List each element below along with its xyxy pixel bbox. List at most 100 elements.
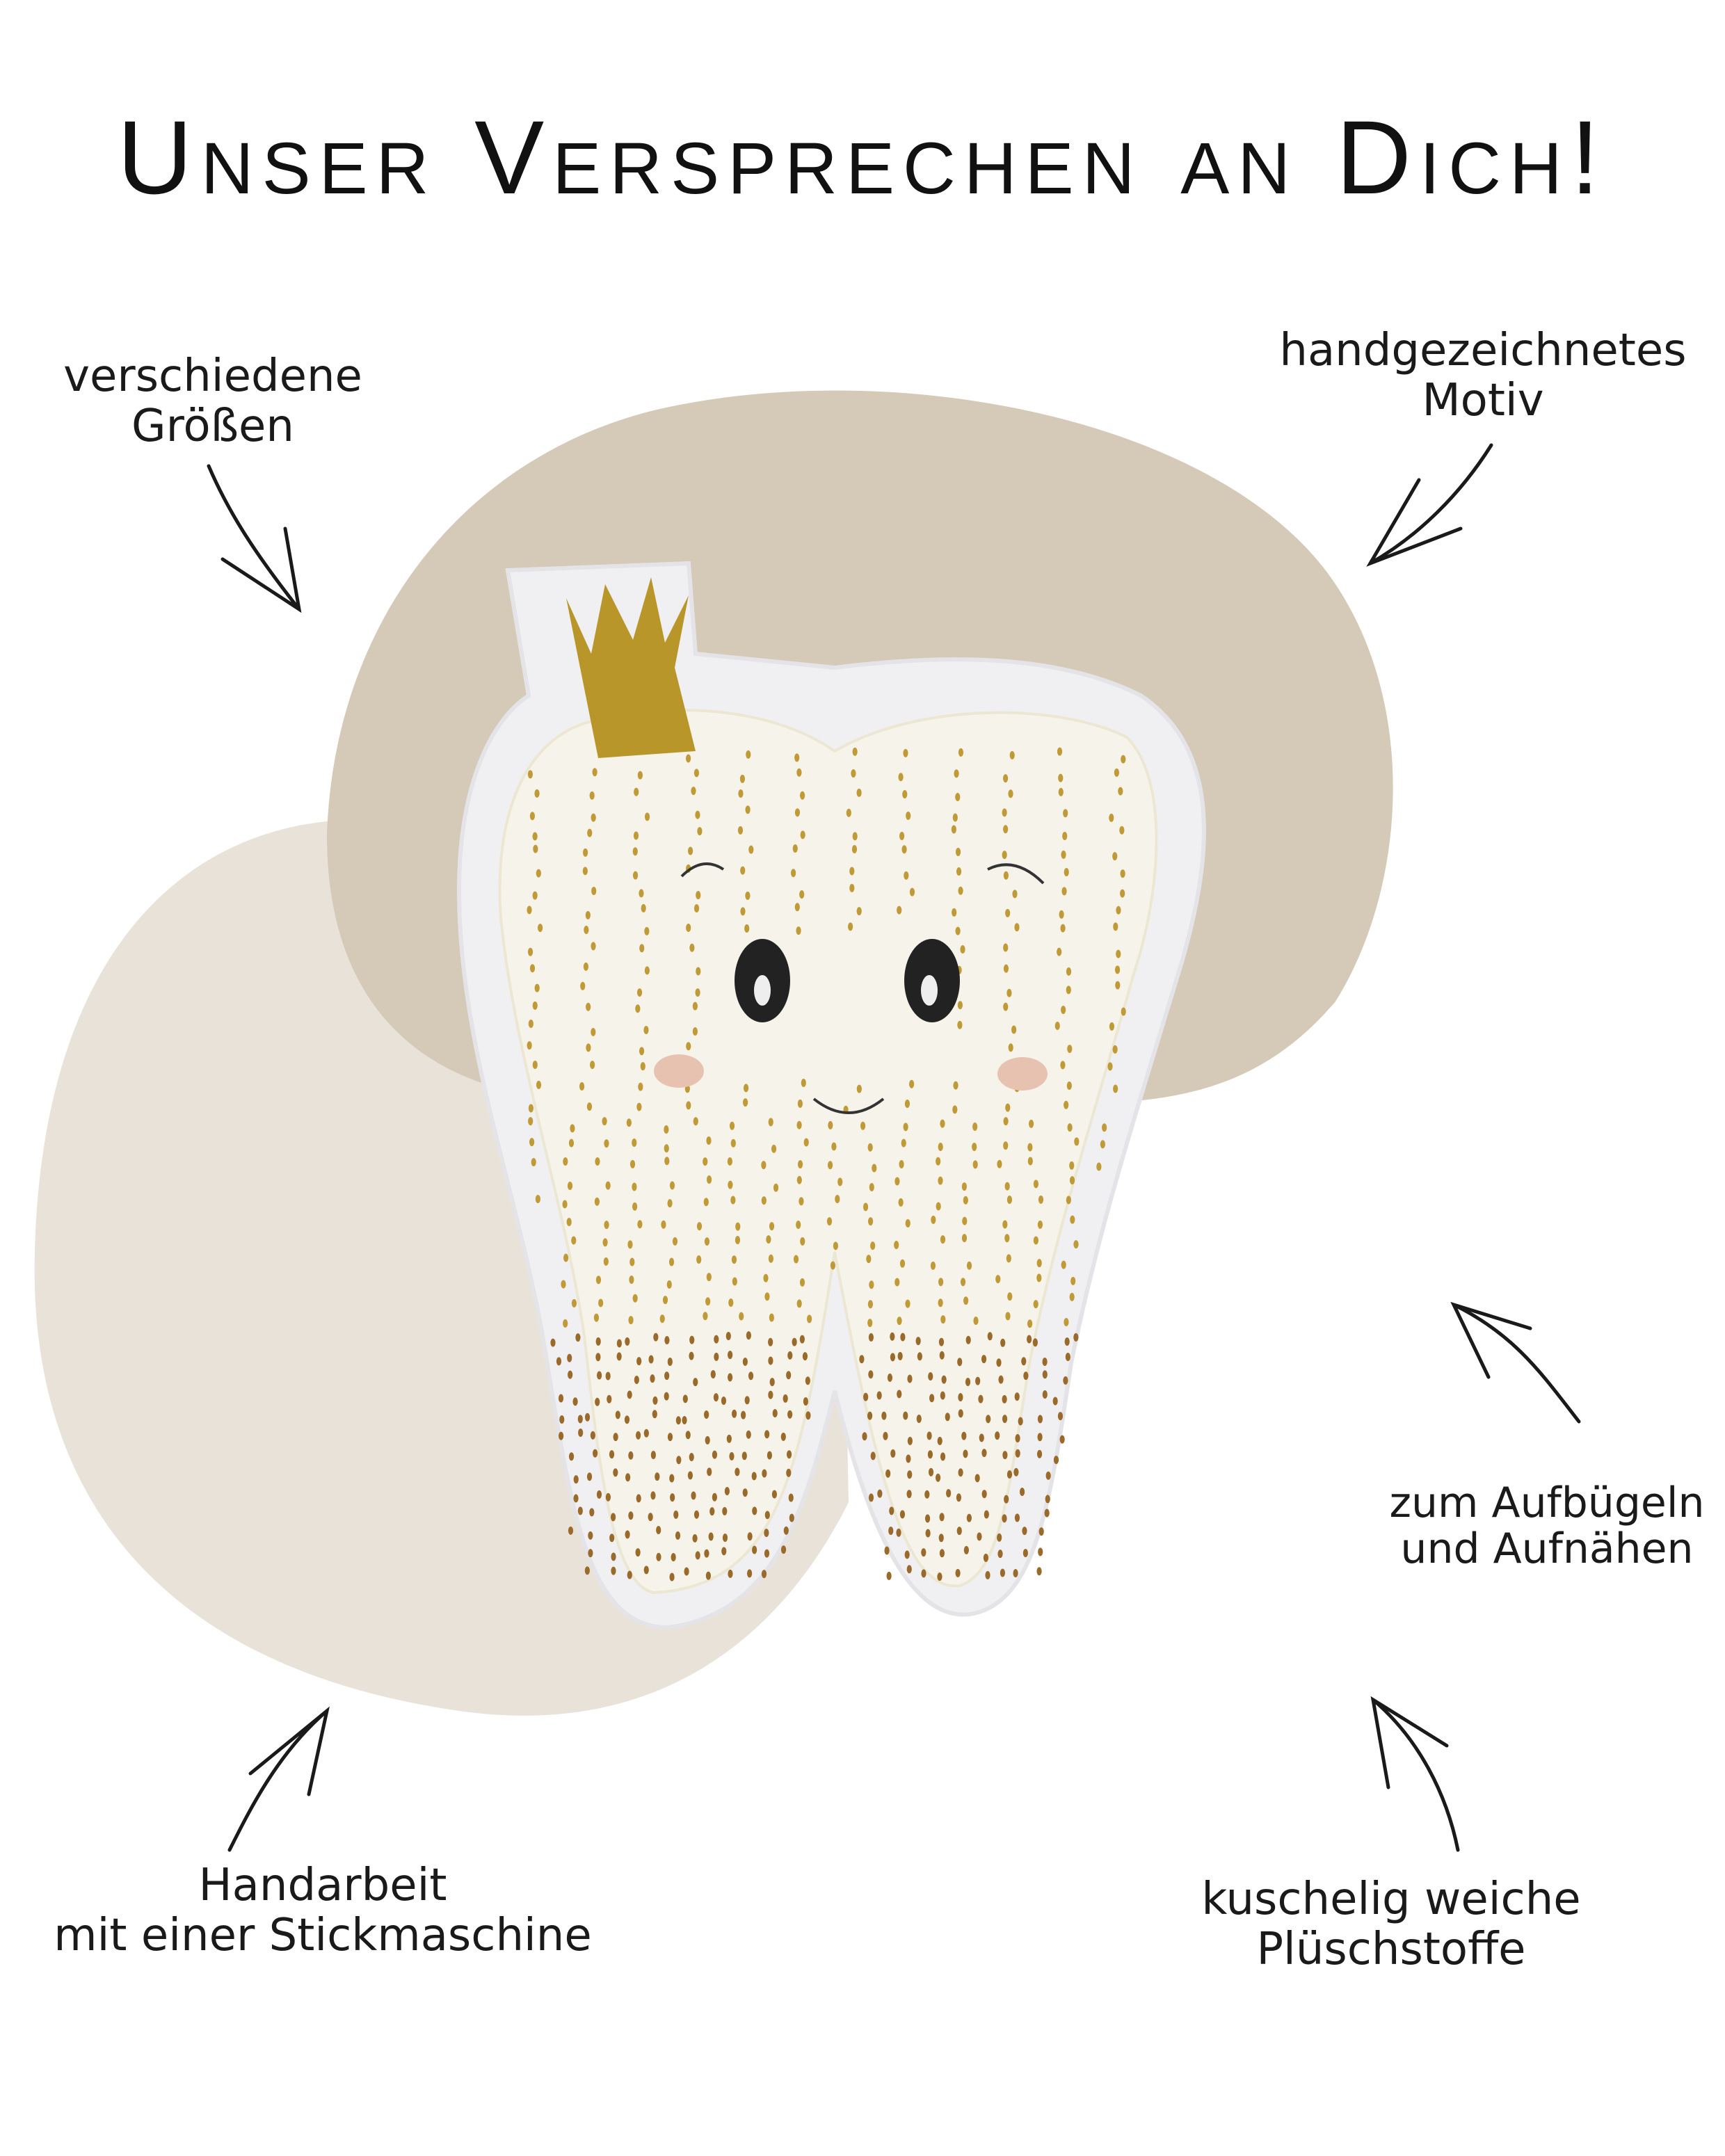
gold-dot — [708, 1532, 714, 1541]
gold-dot — [929, 1394, 935, 1403]
gold-dot — [1038, 1195, 1044, 1204]
gold-dot — [648, 1355, 654, 1364]
gold-dot — [603, 1257, 609, 1266]
gold-dot — [896, 1528, 901, 1537]
gold-dot — [605, 1181, 611, 1190]
gold-dot — [830, 1261, 836, 1270]
gold-dot — [1112, 1045, 1118, 1054]
gold-dot — [568, 1452, 575, 1461]
gold-dot — [860, 1121, 866, 1130]
gold-dot — [605, 1371, 611, 1381]
gold-dot — [594, 1197, 600, 1206]
gold-dot — [869, 1280, 874, 1289]
gold-dot — [1064, 867, 1069, 876]
gold-dot — [846, 808, 851, 817]
gold-dot — [568, 1526, 574, 1535]
gold-dot — [906, 811, 911, 820]
gold-dot — [712, 1493, 717, 1502]
gold-dot — [1070, 1215, 1075, 1224]
gold-dot — [593, 1449, 598, 1458]
gold-dot — [1018, 1417, 1023, 1426]
feature-handmade: Handarbeit mit einer Stickmaschine — [54, 1860, 591, 1961]
gold-dot — [783, 1526, 789, 1535]
gold-dot — [728, 1569, 733, 1578]
gold-dot — [629, 1275, 634, 1284]
gold-dot — [695, 1551, 700, 1560]
gold-dot — [579, 1081, 585, 1091]
gold-dot — [1037, 1220, 1043, 1229]
gold-dot — [940, 1315, 946, 1324]
gold-dot — [975, 1376, 981, 1385]
gold-dot — [604, 1139, 609, 1148]
gold-dot — [799, 1335, 805, 1344]
gold-dot — [689, 1351, 694, 1360]
gold-dot — [881, 1411, 887, 1420]
gold-dot — [909, 1079, 915, 1088]
gold-dot — [961, 1431, 967, 1440]
gold-dot — [772, 1409, 778, 1418]
gold-dot — [740, 866, 746, 875]
gold-dot — [592, 768, 597, 777]
gold-dot — [743, 1098, 748, 1107]
gold-dot — [1011, 1025, 1017, 1034]
gold-dot — [862, 1202, 869, 1212]
gold-dot — [752, 1506, 757, 1515]
gold-dot — [604, 1221, 609, 1230]
gold-dot — [849, 883, 855, 892]
gold-dot — [1057, 747, 1063, 756]
gold-dot — [535, 1195, 540, 1204]
gold-dot — [568, 1139, 575, 1148]
gold-dot — [851, 845, 858, 854]
gold-dot — [877, 1489, 883, 1498]
gold-dot — [924, 1490, 930, 1499]
gold-dot — [962, 1216, 968, 1225]
gold-dot — [927, 1450, 933, 1459]
gold-dot — [887, 1373, 893, 1382]
feature-text: handgezeichnetes — [1279, 325, 1687, 376]
gold-dot — [955, 1568, 961, 1577]
feature-text: kuschelig weiche — [1201, 1874, 1581, 1925]
gold-dot — [902, 789, 908, 798]
gold-dot — [1003, 943, 1009, 952]
tooth-patch — [456, 561, 1206, 1630]
gold-dot — [1073, 1240, 1079, 1249]
gold-dot — [532, 1061, 538, 1070]
gold-dot — [691, 787, 696, 796]
gold-dot — [668, 1257, 675, 1266]
gold-dot — [1029, 1119, 1034, 1128]
gold-dot — [800, 830, 805, 839]
gold-dot — [743, 1084, 749, 1093]
gold-dot — [1015, 1449, 1020, 1458]
gold-dot — [727, 1157, 733, 1166]
gold-dot — [625, 1337, 630, 1346]
gold-dot — [628, 1511, 634, 1520]
gold-dot — [644, 926, 650, 935]
gold-dot — [528, 1104, 534, 1113]
gold-dot — [958, 748, 964, 757]
gold-dot — [745, 891, 751, 900]
gold-dot — [558, 1394, 564, 1403]
gold-dot — [862, 1432, 867, 1441]
gold-dot — [1067, 1123, 1073, 1132]
gold-dot — [1066, 967, 1072, 976]
gold-dot — [643, 1566, 649, 1575]
gold-dot — [900, 1333, 906, 1342]
gold-dot — [648, 1513, 653, 1522]
crown — [566, 577, 696, 758]
gold-dot — [984, 1510, 989, 1519]
gold-dot — [563, 1253, 569, 1262]
gold-dot — [1004, 1234, 1010, 1243]
gold-dot — [763, 1273, 769, 1282]
gold-dot — [1057, 947, 1062, 956]
gold-dot — [534, 983, 540, 992]
gold-dot — [611, 1552, 616, 1561]
gold-dot — [956, 867, 962, 876]
gold-dot — [636, 1431, 641, 1440]
gold-dot — [915, 1337, 921, 1346]
gold-dot — [869, 1183, 874, 1192]
gold-dot — [953, 1081, 958, 1090]
gold-dot — [801, 1079, 806, 1088]
gold-dot — [1036, 1567, 1042, 1576]
gold-dot — [800, 791, 805, 800]
feature-text: Plüschstoffe — [1256, 1924, 1526, 1975]
